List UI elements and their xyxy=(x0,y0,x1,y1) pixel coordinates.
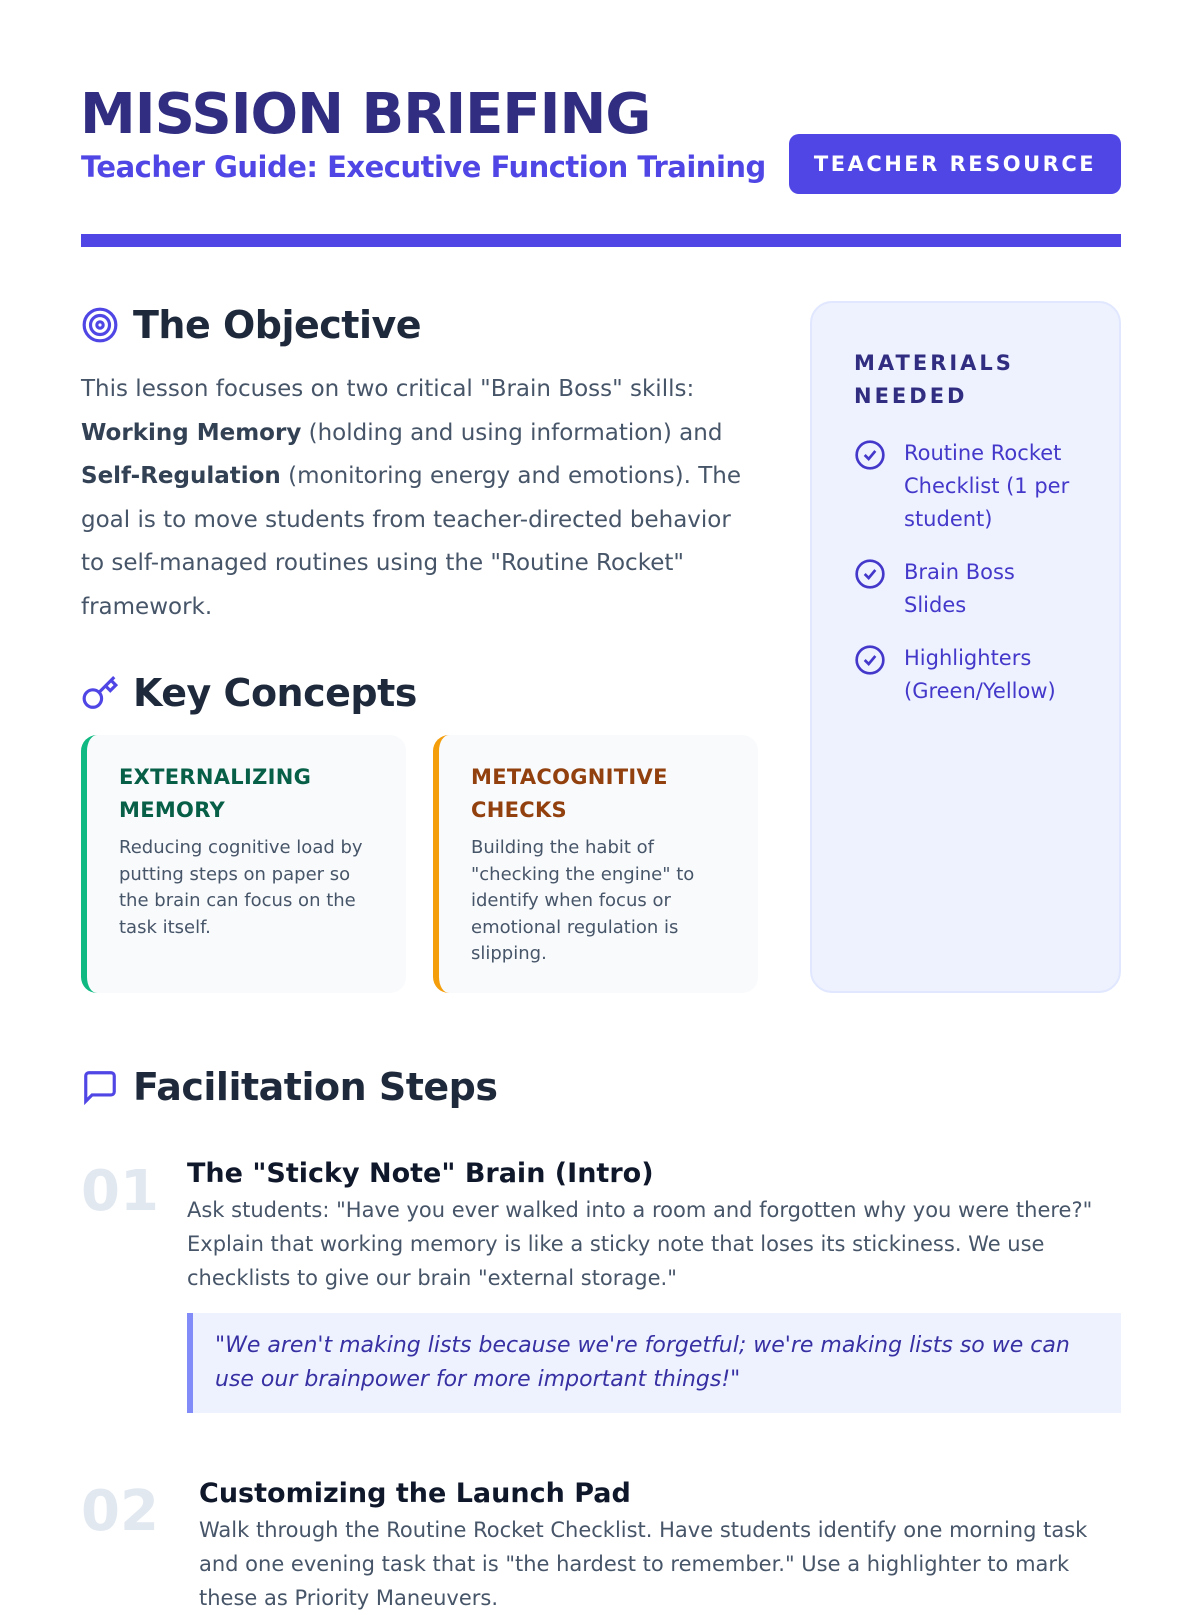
message-square-icon xyxy=(84,1071,116,1106)
material-label: Routine Rocket Checklist (1 per student) xyxy=(904,441,1070,531)
step-number: 01 xyxy=(81,1159,159,1224)
skill1-desc: (holding and using information) and xyxy=(301,419,723,446)
header-divider xyxy=(81,234,1121,247)
page-title: MISSION BRIEFING xyxy=(80,82,651,147)
concept-title: EXTERNALIZING MEMORY xyxy=(119,765,312,822)
material-item: Routine Rocket Checklist (1 per student) xyxy=(854,437,1089,536)
step-title: Customizing the Launch Pad xyxy=(199,1478,631,1509)
concept-desc: Building the habit of "checking the engi… xyxy=(471,837,695,964)
facilitation-heading: Facilitation Steps xyxy=(81,1065,498,1109)
teacher-resource-badge: TEACHER RESOURCE xyxy=(789,134,1121,194)
objective-heading-text: The Objective xyxy=(133,303,422,347)
page-subtitle: Teacher Guide: Executive Function Traini… xyxy=(81,150,766,184)
objective-text: This lesson focuses on two critical "Bra… xyxy=(81,368,761,629)
objective-intro: This lesson focuses on two critical "Bra… xyxy=(81,376,695,402)
step-2: 02 Customizing the Launch Pad Walk throu… xyxy=(81,1478,1121,1615)
step-desc: Ask students: "Have you ever walked into… xyxy=(187,1198,1093,1290)
key-icon xyxy=(82,676,119,709)
key-concepts-heading: Key Concepts xyxy=(81,671,417,715)
step-number: 02 xyxy=(81,1479,159,1544)
skill-working-memory: Working Memory xyxy=(81,419,302,446)
concept-card-externalizing-memory: EXTERNALIZING MEMORY Reducing cognitive … xyxy=(81,735,406,993)
target-icon xyxy=(82,307,118,343)
objective-heading: The Objective xyxy=(81,303,422,347)
facilitation-heading-text: Facilitation Steps xyxy=(133,1065,498,1109)
check-circle-icon xyxy=(855,559,885,589)
material-label: Highlighters (Green/Yellow) xyxy=(904,646,1056,703)
check-circle-icon xyxy=(855,645,885,675)
materials-panel: MATERIALS NEEDED Routine Rocket Checklis… xyxy=(810,301,1121,993)
skill2-desc: (monitoring energy and emotions). The go… xyxy=(81,463,742,620)
step-quote: "We aren't making lists because we're fo… xyxy=(187,1313,1121,1413)
step-title: The "Sticky Note" Brain (Intro) xyxy=(187,1158,654,1189)
step-1: 01 The "Sticky Note" Brain (Intro) Ask s… xyxy=(81,1158,1121,1413)
material-label: Brain Boss Slides xyxy=(904,560,1015,617)
skill-self-regulation: Self-Regulation xyxy=(81,463,281,489)
key-concepts-heading-text: Key Concepts xyxy=(133,671,417,715)
concept-card-metacognitive-checks: METACOGNITIVE CHECKS Building the habit … xyxy=(433,735,758,993)
material-item: Highlighters (Green/Yellow) xyxy=(854,642,1089,708)
check-circle-icon xyxy=(855,440,885,470)
concept-title: METACOGNITIVE CHECKS xyxy=(471,765,668,822)
concept-desc: Reducing cognitive load by putting steps… xyxy=(119,837,363,938)
materials-heading: MATERIALS NEEDED xyxy=(854,351,1014,408)
material-item: Brain Boss Slides xyxy=(854,556,1089,622)
